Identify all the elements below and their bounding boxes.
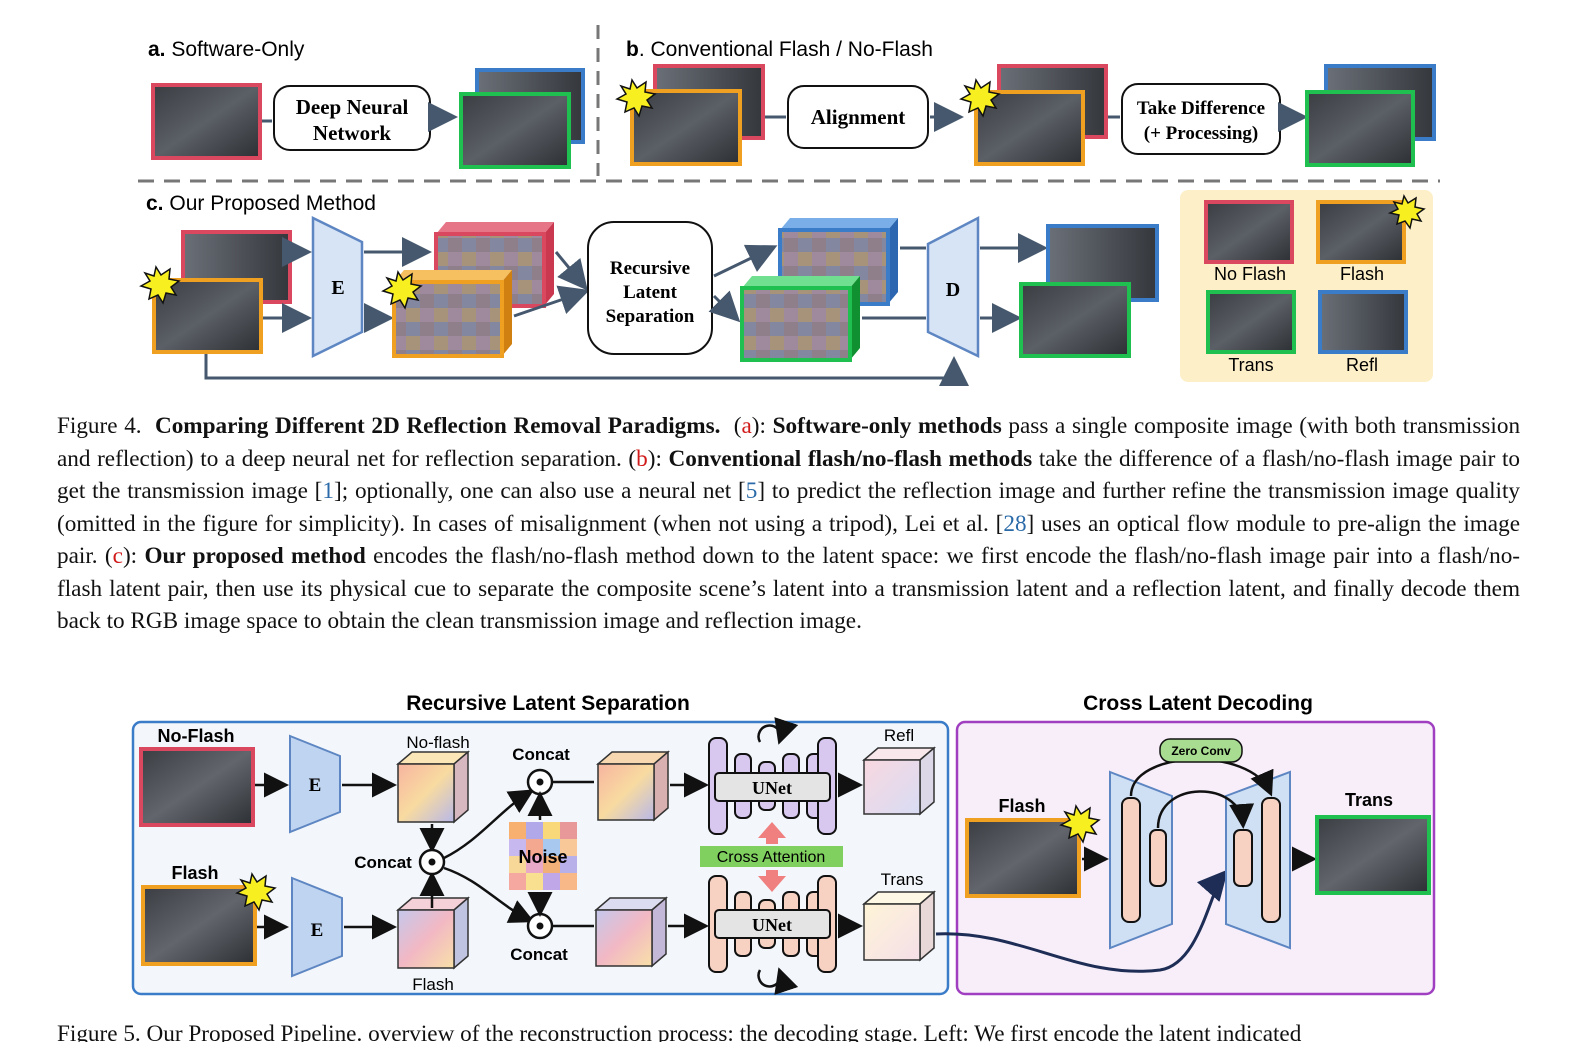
flash-burst-icon (1059, 804, 1101, 844)
trans-output-label: Trans (1345, 790, 1393, 810)
panel-a-output-images (459, 68, 585, 169)
svg-text:Deep Neural: Deep Neural (296, 95, 409, 119)
panel-a-title: a. Software-Only (148, 38, 305, 61)
concat-label-mid: Concat (354, 853, 412, 872)
skip-connection (204, 354, 969, 386)
figure-4-caption: Figure 4. Comparing Different 2D Reflect… (57, 413, 1521, 634)
caption-prefix: Figure 4. (57, 413, 142, 439)
flash-decoder-input (965, 818, 1081, 898)
label-c: c (112, 543, 123, 569)
panel-c-output-images (1019, 224, 1159, 358)
svg-text:Flash: Flash (1340, 264, 1384, 284)
concat-label-top: Concat (512, 745, 570, 764)
citation-link[interactable]: 5 (745, 478, 758, 504)
trans-output-image (1315, 815, 1431, 895)
refl-latent-cube (861, 746, 937, 816)
cross-latent-decoding-title: Cross Latent Decoding (1083, 692, 1313, 715)
legend-panel: No Flash Flash Trans Refl (1180, 190, 1433, 382)
zero-conv-block: Zero Conv (1159, 738, 1243, 763)
figure-5: Recursive Latent Separation Cross Latent… (131, 692, 1436, 996)
flash-image (141, 885, 257, 966)
svg-text:UNet: UNet (752, 915, 792, 935)
no-flash-latent-cube (395, 750, 471, 824)
no-flash-image (139, 747, 255, 827)
refl-latent-label: Refl (884, 726, 914, 745)
svg-text:Trans: Trans (1228, 355, 1273, 375)
right-panel (955, 720, 1436, 996)
decoder-block: D (926, 215, 980, 358)
encoder-no-flash: E (289, 734, 341, 834)
svg-text:Recursive: Recursive (610, 258, 690, 279)
recursive-latent-separation-box: Recursive Latent Separation (587, 221, 713, 355)
flash-burst-icon (235, 872, 277, 912)
decoder-encoder-block (1109, 770, 1173, 950)
svg-text:(+ Processing): (+ Processing) (1144, 123, 1258, 144)
alignment-box: Alignment (787, 85, 929, 149)
flash-image-label: Flash (171, 863, 218, 883)
svg-text:Network: Network (313, 121, 391, 145)
svg-text:Refl: Refl (1346, 355, 1378, 375)
flash-burst-icon (615, 78, 657, 118)
cross-attention-block: Cross Attention (700, 822, 843, 892)
flash-burst-icon (139, 265, 181, 305)
caption-title: Comparing Different 2D Reflection Remova… (154, 413, 721, 439)
figure-4: a. Software-Only Deep Neural Network b. … (138, 25, 1440, 386)
decoder-block (1225, 770, 1291, 950)
noise-grid: Noise (509, 822, 577, 890)
panel-b-input-pair (615, 64, 765, 166)
panel-b-output-images (1305, 64, 1436, 167)
flash-burst-icon (1387, 194, 1426, 230)
trans-latent-connection (935, 869, 1228, 973)
flash-latent-label: Flash (412, 975, 454, 994)
svg-text:No Flash: No Flash (1214, 264, 1286, 284)
panel-a-input-image (151, 83, 262, 160)
svg-text:Zero Conv: Zero Conv (1171, 744, 1231, 758)
trans-latent-label: Trans (881, 870, 924, 889)
latent-cube-flash (381, 270, 512, 358)
latent-cube-trans (740, 276, 860, 362)
unet-top: UNet (708, 737, 837, 835)
svg-text:E: E (311, 920, 324, 941)
recursive-latent-separation-title: Recursive Latent Separation (406, 692, 690, 715)
encoder-flash: E (291, 876, 343, 978)
svg-text:Separation: Separation (606, 306, 695, 327)
trans-latent-cube (861, 890, 937, 962)
panel-b-title: b. Conventional Flash / No-Flash (626, 38, 933, 61)
svg-text:D: D (946, 279, 960, 301)
concat-node-mid (418, 848, 446, 876)
svg-text:Cross Attention: Cross Attention (717, 849, 826, 866)
no-flash-latent-label: No-flash (406, 733, 469, 752)
figure-5-caption-partial: Figure 5. Our Proposed Pipeline. overvie… (57, 1021, 1302, 1042)
svg-text:E: E (309, 775, 322, 796)
flash-decoder-label: Flash (998, 796, 1045, 816)
svg-text:Noise: Noise (518, 847, 567, 867)
panel-b-aligned-pair (959, 64, 1108, 166)
unet-bottom: UNet (708, 875, 837, 973)
deep-neural-network-box: Deep Neural Network (273, 85, 431, 151)
panel-c-title: c. Our Proposed Method (146, 192, 376, 215)
label-a: a (741, 413, 752, 439)
recursion-icon-top (757, 717, 799, 745)
flash-burst-icon (959, 78, 1001, 118)
panel-c-input-pair (139, 230, 292, 354)
svg-text:Alignment: Alignment (811, 105, 906, 129)
no-flash-image-label: No-Flash (157, 726, 234, 746)
take-difference-box: Take Difference (+ Processing) (1121, 83, 1281, 155)
label-b: b (636, 445, 648, 472)
svg-text:E: E (331, 277, 344, 299)
concat-label-bottom: Concat (510, 945, 568, 964)
svg-text:Latent: Latent (623, 282, 678, 303)
concat-node-top (526, 768, 554, 796)
encoder-block: E (311, 215, 364, 359)
citation-link[interactable]: 1 (322, 478, 334, 504)
concat-latent-cube-bottom (593, 896, 669, 968)
svg-text:UNet: UNet (752, 778, 792, 798)
concat-latent-cube-top (595, 750, 671, 822)
flash-burst-icon (381, 270, 423, 310)
recursion-icon-bottom (757, 967, 799, 995)
svg-text:Take Difference: Take Difference (1137, 98, 1265, 119)
flash-latent-cube (395, 896, 471, 970)
concat-node-bottom (526, 912, 554, 940)
citation-link[interactable]: 28 (1003, 510, 1027, 537)
